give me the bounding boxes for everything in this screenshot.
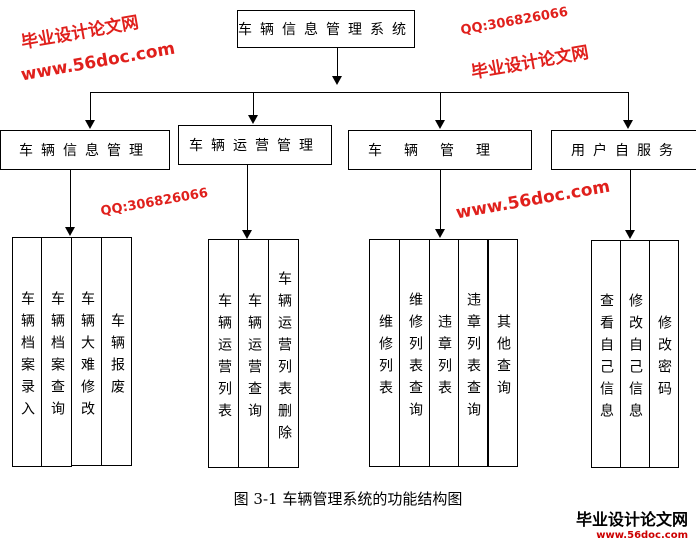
connector — [440, 92, 441, 122]
watermark: QQ:306826066 — [99, 185, 210, 220]
connector — [628, 92, 629, 122]
arrow — [435, 120, 445, 129]
watermark: 毕业设计论文网 — [469, 42, 591, 84]
watermark: www.56doc.com — [454, 176, 612, 224]
leaf: 修改自己信息 — [620, 240, 650, 468]
arrow — [625, 230, 635, 239]
leaf: 其他查询 — [488, 239, 518, 467]
connector — [337, 48, 338, 78]
arrow — [85, 120, 95, 129]
connector — [90, 92, 629, 93]
arrow — [242, 230, 252, 239]
leaf: 修改密码 — [649, 240, 679, 468]
connector — [247, 165, 248, 231]
leaf: 车辆档案录入 — [12, 237, 42, 467]
arrow — [435, 229, 445, 238]
module-vehicle-management: 车辆管理 — [348, 130, 532, 170]
connector — [253, 92, 254, 116]
module-user-self-service: 用户自服务 — [551, 130, 696, 170]
leaf: 车辆大难修改 — [71, 237, 102, 466]
leaf: 车辆运营查询 — [238, 239, 269, 468]
figure-caption: 图 3-1 车辆管理系统的功能结构图 — [233, 490, 463, 508]
arrow — [623, 120, 633, 129]
module-vehicle-operation: 车辆运营管理 — [178, 125, 332, 165]
arrow — [65, 227, 75, 236]
connector — [70, 170, 71, 228]
leaf: 车辆报废 — [101, 237, 132, 466]
leaf: 违章列表 — [429, 239, 459, 467]
connector — [90, 92, 91, 122]
arrow — [248, 115, 258, 124]
connector — [440, 170, 441, 230]
module-vehicle-info: 车辆信息管理 — [0, 130, 170, 170]
watermark: QQ:306826066 — [459, 4, 570, 39]
leaf: 违章列表查询 — [458, 239, 488, 467]
arrow — [332, 76, 342, 85]
logo-title: 毕业设计论文网 — [575, 510, 688, 529]
watermark: 毕业设计论文网 — [19, 12, 141, 54]
logo-url: www.56doc.com — [596, 530, 688, 541]
leaf: 车辆档案查询 — [41, 237, 72, 467]
root-node: 车辆信息管理系统 — [237, 10, 415, 48]
leaf: 维修列表 — [369, 239, 400, 467]
leaf: 车辆运营列表 — [208, 239, 239, 468]
connector — [630, 170, 631, 231]
leaf: 查看自己信息 — [591, 240, 621, 468]
leaf: 车辆运营列表删除 — [268, 239, 299, 468]
leaf: 维修列表查询 — [399, 239, 430, 467]
